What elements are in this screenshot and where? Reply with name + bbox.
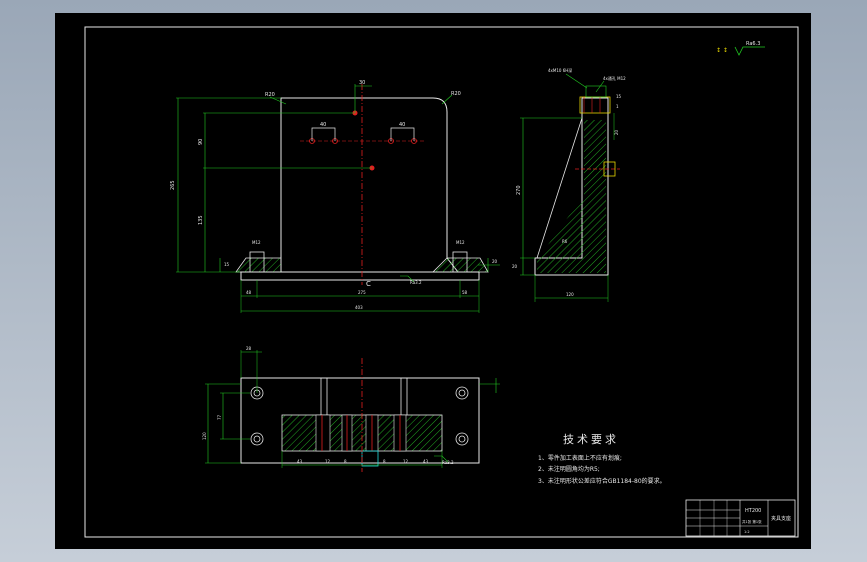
title-part-name: 夹具支座 xyxy=(771,515,791,522)
svg-text:8: 8 xyxy=(344,459,347,464)
svg-text:120: 120 xyxy=(566,292,574,297)
svg-text:43: 43 xyxy=(297,459,303,464)
svg-text:4xM10 6H深: 4xM10 6H深 xyxy=(548,67,572,73)
svg-text:20: 20 xyxy=(492,259,498,264)
svg-text:R20: R20 xyxy=(265,92,275,98)
svg-text:20: 20 xyxy=(614,129,619,135)
title-scale: 1:2 xyxy=(744,530,750,534)
plan-view: 28 120 77 43 12 8 8 12 43 Ra3.2 xyxy=(202,346,500,472)
cad-drawing-viewport[interactable]: ↕ ↕ Ra6.3 40 40 30 R xyxy=(55,13,811,549)
svg-text:77: 77 xyxy=(217,414,222,420)
svg-text:1: 1 xyxy=(616,104,619,109)
drawing-canvas: ↕ ↕ Ra6.3 40 40 30 R xyxy=(84,26,799,538)
svg-text:15: 15 xyxy=(224,262,230,267)
svg-text:403: 403 xyxy=(355,305,363,310)
roughness-symbol: ↕ ↕ Ra6.3 xyxy=(716,41,765,56)
side-view: 270 4xM10 6H深 4x通孔 M12 15 1 20 R6 120 20 xyxy=(512,67,626,302)
svg-text:120: 120 xyxy=(202,432,207,440)
svg-text:30: 30 xyxy=(359,80,365,86)
left-boss xyxy=(235,257,282,273)
svg-text:270: 270 xyxy=(516,185,522,195)
svg-text:Ra3.2: Ra3.2 xyxy=(442,460,454,465)
svg-text:R6: R6 xyxy=(562,239,568,244)
svg-text:265: 265 xyxy=(170,180,176,190)
svg-text:40: 40 xyxy=(399,122,405,128)
tech-req-title: 技术要求 xyxy=(563,433,619,446)
svg-text:8: 8 xyxy=(383,459,386,464)
front-base-plate xyxy=(240,271,480,281)
tech-req-item: 3、未注明形状公差应符合GB1184-80的要求。 xyxy=(538,477,666,485)
tech-req-item: 1、零件加工表面上不应有划痕; xyxy=(538,454,622,462)
roughness-label: Ra6.3 xyxy=(746,41,760,47)
tech-req-item: 2、未注明圆角均为R5; xyxy=(538,465,600,473)
front-plate-outline xyxy=(280,97,460,273)
svg-text:R20: R20 xyxy=(451,91,461,97)
svg-text:12: 12 xyxy=(403,459,409,464)
svg-text:275: 275 xyxy=(358,290,366,295)
svg-text:C: C xyxy=(366,280,371,288)
tech-requirements: 技术要求 1、零件加工表面上不应有划痕; 2、未注明圆角均为R5; 3、未注明形… xyxy=(538,433,666,485)
svg-text:90: 90 xyxy=(198,139,204,145)
svg-text:Ra3.2: Ra3.2 xyxy=(410,280,422,285)
svg-text:28: 28 xyxy=(246,346,252,351)
svg-text:15: 15 xyxy=(616,94,622,99)
title-block: HT200 夹具支座 共1张 第1张 1:2 xyxy=(685,499,796,537)
drawing-border xyxy=(84,26,799,538)
svg-text:M12: M12 xyxy=(456,240,465,245)
svg-text:↕ ↕: ↕ ↕ xyxy=(716,47,728,54)
svg-text:135: 135 xyxy=(198,215,204,225)
svg-text:43: 43 xyxy=(423,459,429,464)
title-material: HT200 xyxy=(745,508,761,514)
title-sheet: 共1张 第1张 xyxy=(742,519,762,524)
svg-text:20: 20 xyxy=(512,264,518,269)
svg-text:40: 40 xyxy=(320,122,326,128)
svg-text:48: 48 xyxy=(246,290,252,295)
svg-text:58: 58 xyxy=(462,290,468,295)
front-view: 40 40 30 R20 R20 265 90 135 15 M12 M12 2… xyxy=(170,80,500,313)
svg-text:4x通孔 M12: 4x通孔 M12 xyxy=(603,75,626,81)
svg-text:M12: M12 xyxy=(252,240,261,245)
svg-text:12: 12 xyxy=(325,459,331,464)
